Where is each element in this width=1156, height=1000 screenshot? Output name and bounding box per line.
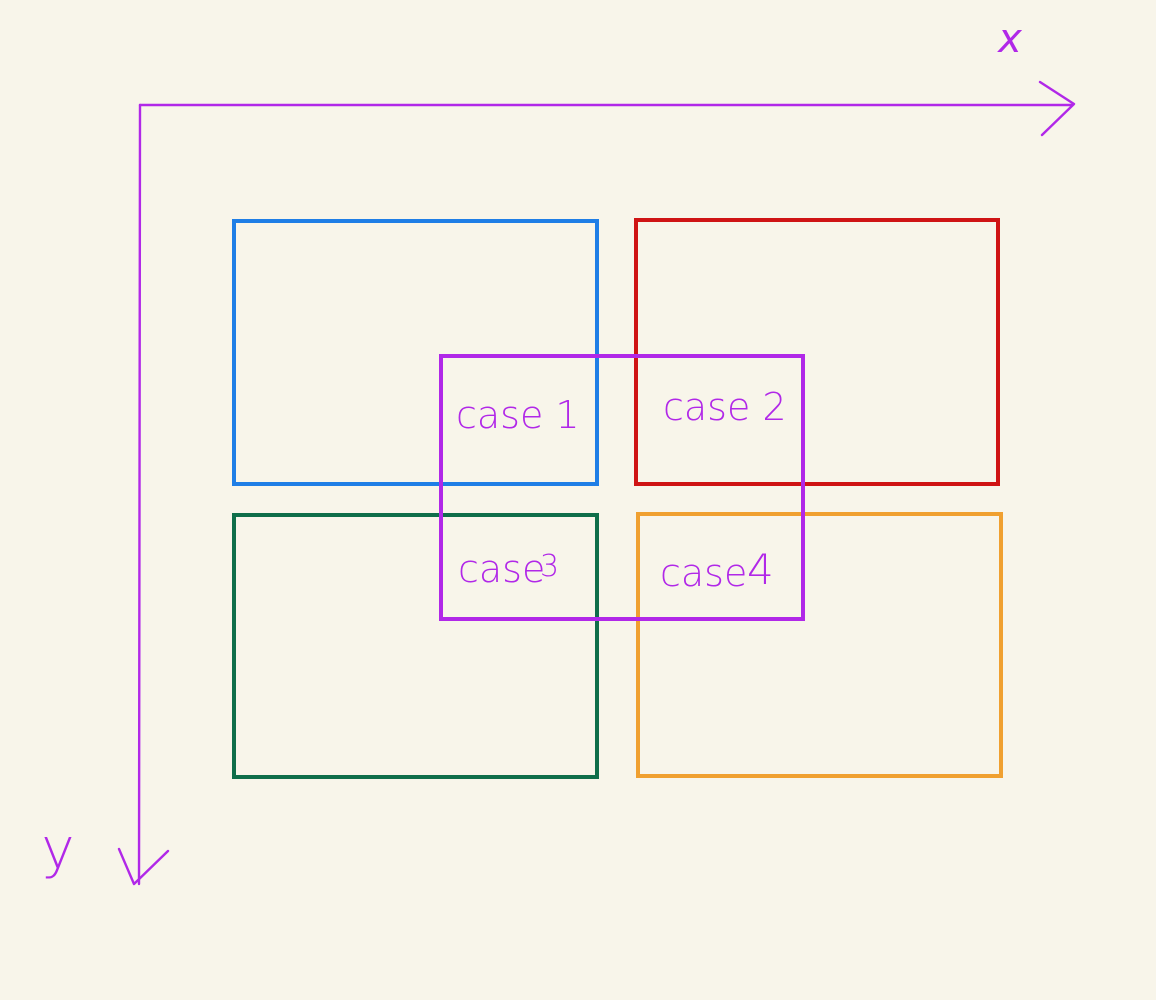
axes: x y (41, 16, 1076, 886)
case-4-label: case (660, 551, 747, 595)
x-axis-label: x (996, 16, 1022, 62)
orange-rectangle (636, 512, 1003, 778)
blue-rectangle (232, 219, 599, 486)
case-2-label: case 2 (663, 385, 787, 429)
case-4-number: 4 (747, 545, 774, 594)
purple-rectangle (439, 354, 805, 621)
y-axis-label: y (41, 817, 74, 882)
x-axis-arrowhead (1038, 80, 1076, 137)
case-1-label: case 1 (456, 393, 580, 437)
case-3-number: 3 (540, 549, 559, 584)
case-3-label: case (458, 547, 545, 591)
red-rectangle (634, 218, 1000, 486)
y-axis-line (137, 103, 142, 886)
green-rectangle (232, 513, 599, 779)
y-axis-arrowhead (117, 847, 170, 886)
